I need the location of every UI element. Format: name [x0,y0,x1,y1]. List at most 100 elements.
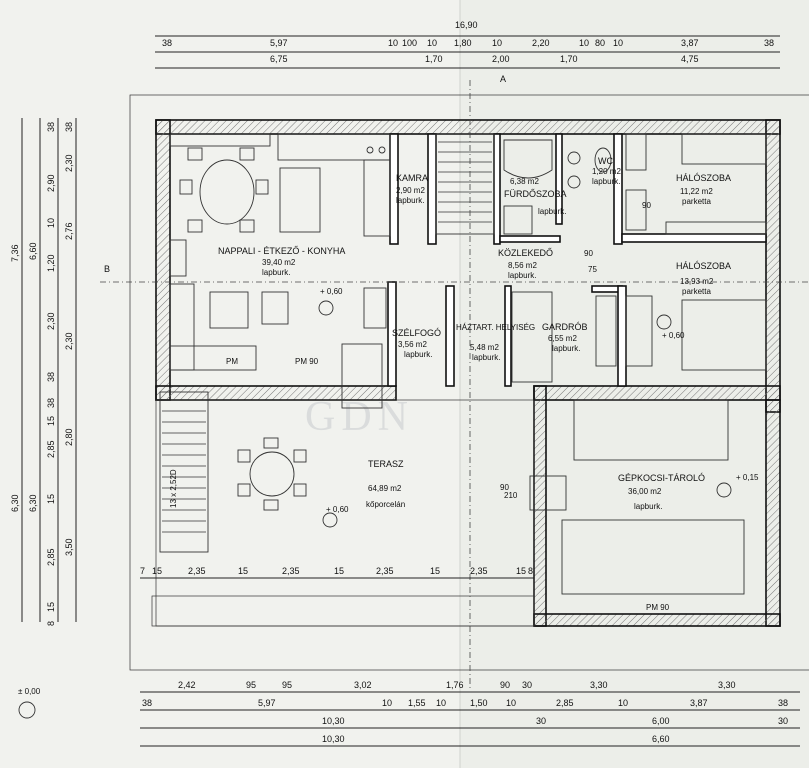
dim-label: 10 [613,38,623,48]
room-name: GÉPKOCSI-TÁROLÓ [618,473,705,483]
room-name: SZÉLFOGÓ [392,328,441,338]
room-name: HÁLÓSZOBA [676,261,731,271]
door-labels: PM PM 90 PM 90 90 75 90 210 90 [226,201,670,612]
dim-label: 6,60 [652,734,670,744]
dim-label: 3,30 [718,680,736,690]
dim-label: 1,70 [560,54,578,64]
room-area: 1,20 m2 [592,167,621,176]
room-name: FÜRDŐSZOBA [504,189,567,199]
room-name: KAMRA [396,173,428,183]
dim-label: 10 [388,38,398,48]
dim-label: 6,60 [28,242,38,260]
dim-label: 5,97 [258,698,276,708]
dim-label: 30 [778,716,788,726]
room-floor: parketta [682,287,711,296]
door-dim: 90 [584,249,593,258]
room-floor: lapburk. [538,207,566,216]
level-label: + 0,60 [662,331,685,340]
dim-label: 15 [334,566,344,576]
dim-label: 10 [579,38,589,48]
room-name: GARDRÓB [542,322,588,332]
dim-label: 2,85 [46,440,56,458]
dim-label: 30 [536,716,546,726]
room-floor: lapburk. [262,268,290,277]
room-area: 5,48 m2 [470,343,499,352]
room-name: KÖZLEKEDŐ [498,248,553,258]
dim-label: 38 [64,122,74,132]
dim-label: 15 [46,602,56,612]
dim-label: 1,20 [46,254,56,272]
dim-label: 1,76 [446,680,464,690]
door-dim: 75 [588,265,597,274]
dim-label: 3,87 [690,698,708,708]
section-lines: B A [100,74,809,690]
dim-label: 3,02 [354,680,372,690]
dim-label: 7 [140,566,145,576]
dim-label: 3,30 [590,680,608,690]
dim-label: 38 [162,38,172,48]
bottom-dimensions: 2,42 95 95 3,02 1,76 90 30 3,30 3,30 38 … [140,680,800,747]
room-name: HÁLÓSZOBA [676,173,731,183]
dim-label: 80 [595,38,605,48]
dim-label: 2,42 [178,680,196,690]
dim-label: 95 [282,680,292,690]
room-area: 36,00 m2 [628,487,662,496]
level-symbol-icon [318,300,334,316]
dim-label: 15 [430,566,440,576]
dim-label: 38 [142,698,152,708]
dim-label: 90 [500,680,510,690]
dim-label: 10 [427,38,437,48]
door-dim: 210 [504,491,518,500]
dim-label: 2,20 [532,38,550,48]
level-label: ± 0,00 [18,687,41,696]
dim-label: 10 [46,218,56,228]
room-name: TERASZ [368,459,404,469]
furniture [159,133,767,595]
room-floor: lapburk. [634,502,662,511]
section-label-b: B [104,264,110,274]
pm-label: PM [226,357,238,366]
room-name: WC [598,156,613,166]
pm-label: PM 90 [646,603,670,612]
dim-label: 2,30 [64,154,74,172]
dim-label: 7,36 [10,244,20,262]
dim-label: 6,30 [28,494,38,512]
room-floor: lapburk. [552,344,580,353]
room-name: HÁZTART. HELYISÉG [456,323,535,332]
dim-label: 15 [152,566,162,576]
dim-label: 38 [46,398,56,408]
door-dim: 90 [642,201,651,210]
dim-label: 6,00 [652,716,670,726]
building-walls [151,119,781,627]
level-label: + 0,60 [326,505,349,514]
room-area: 6,55 m2 [548,334,577,343]
dim-label: 2,35 [188,566,206,576]
dim-label: 2,76 [64,222,74,240]
room-area: 13,93 m2 [680,277,714,286]
pm-label: PM 90 [295,357,319,366]
level-label: + 0,15 [736,473,759,482]
dim-label: 2,35 [282,566,300,576]
room-floor: kőporcelán [366,500,405,509]
dim-label: 2,80 [64,428,74,446]
top-dimensions: 16,90 38 5,97 10 100 10 1,80 10 2,20 10 … [155,20,780,69]
room-floor: lapburk. [404,350,432,359]
dim-label: 6,75 [270,54,288,64]
watermark: GDN [305,394,414,440]
dim-label: 6,30 [10,494,20,512]
room-labels: NAPPALI - ÉTKEZŐ - KONYHA 39,40 m2 lapbu… [169,156,731,511]
dim-label: 8 [46,621,56,626]
dim-label: 2,85 [46,548,56,566]
room-area: 64,89 m2 [368,484,402,493]
dim-label: 10 [506,698,516,708]
dim-label: 10 [436,698,446,708]
room-area: 11,22 m2 [680,187,713,196]
room-area: 2,90 m2 [396,186,425,195]
room-floor: lapburk. [472,353,500,362]
dim-label: 2,35 [470,566,488,576]
room-area: 8,56 m2 [508,261,537,270]
room-floor: lapburk. [508,271,536,280]
dim-label: 1,70 [425,54,443,64]
dim-label: 10 [492,38,502,48]
